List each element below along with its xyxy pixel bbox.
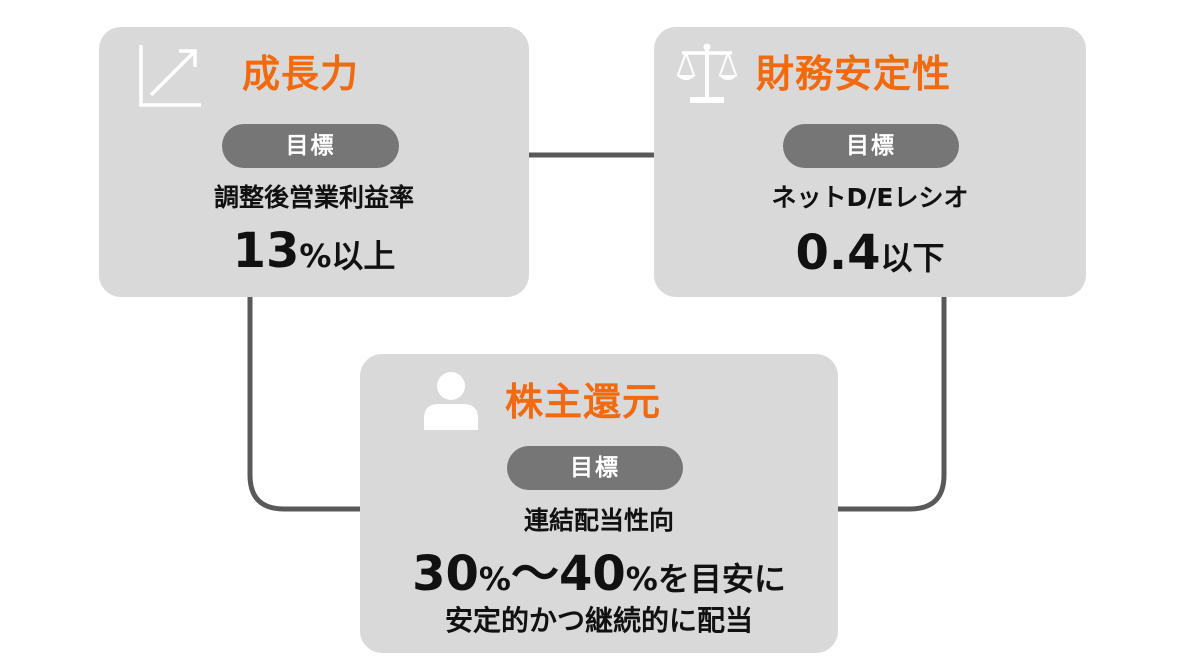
growth-card: 成長力 目標 調整後営業利益率 13%以上	[99, 27, 529, 297]
growth-metric: 調整後営業利益率	[213, 183, 414, 212]
return-target-unit-to: %	[625, 560, 658, 598]
growth-target-unit: %	[299, 237, 332, 275]
return-target-unit-from: %	[478, 560, 511, 598]
finance-goal-label: 目標	[783, 124, 959, 168]
finance-target: 0.4以下	[654, 225, 1086, 286]
return-target-to: 40	[559, 546, 626, 602]
return-target-from: 30	[412, 546, 479, 602]
finance-title: 財務安定性	[756, 52, 952, 96]
growth-goal-label: 目標	[222, 124, 399, 168]
return-title: 株主還元	[505, 380, 662, 424]
shareholder-return-card: 株主還元 目標 連結配当性向 30%～40%を目安に 安定的かつ継続的に配当	[360, 354, 838, 653]
connector-growth-return	[247, 297, 360, 512]
growth-arrow-icon	[139, 45, 201, 107]
growth-target: 13%以上	[99, 223, 529, 284]
growth-title: 成長力	[242, 52, 360, 96]
finance-target-number: 0.4	[795, 225, 881, 281]
finance-metric: ネットD/Eレシオ	[771, 183, 969, 212]
return-target-suffix: を目安に	[657, 560, 786, 598]
growth-target-suffix: 以上	[331, 237, 396, 275]
return-goal-label: 目標	[507, 446, 683, 490]
person-icon	[424, 372, 478, 430]
balance-scale-icon	[676, 43, 738, 103]
return-target-separator: ～	[510, 546, 559, 602]
finance-card: 財務安定性 目標 ネットD/Eレシオ 0.4以下	[654, 27, 1086, 297]
finance-target-suffix: 以下	[880, 239, 945, 277]
growth-target-number: 13	[232, 223, 300, 279]
connector-finance-return	[838, 297, 947, 512]
return-target: 30%～40%を目安に	[360, 546, 838, 607]
return-note: 安定的かつ継続的に配当	[444, 604, 753, 637]
return-metric: 連結配当性向	[523, 506, 674, 535]
